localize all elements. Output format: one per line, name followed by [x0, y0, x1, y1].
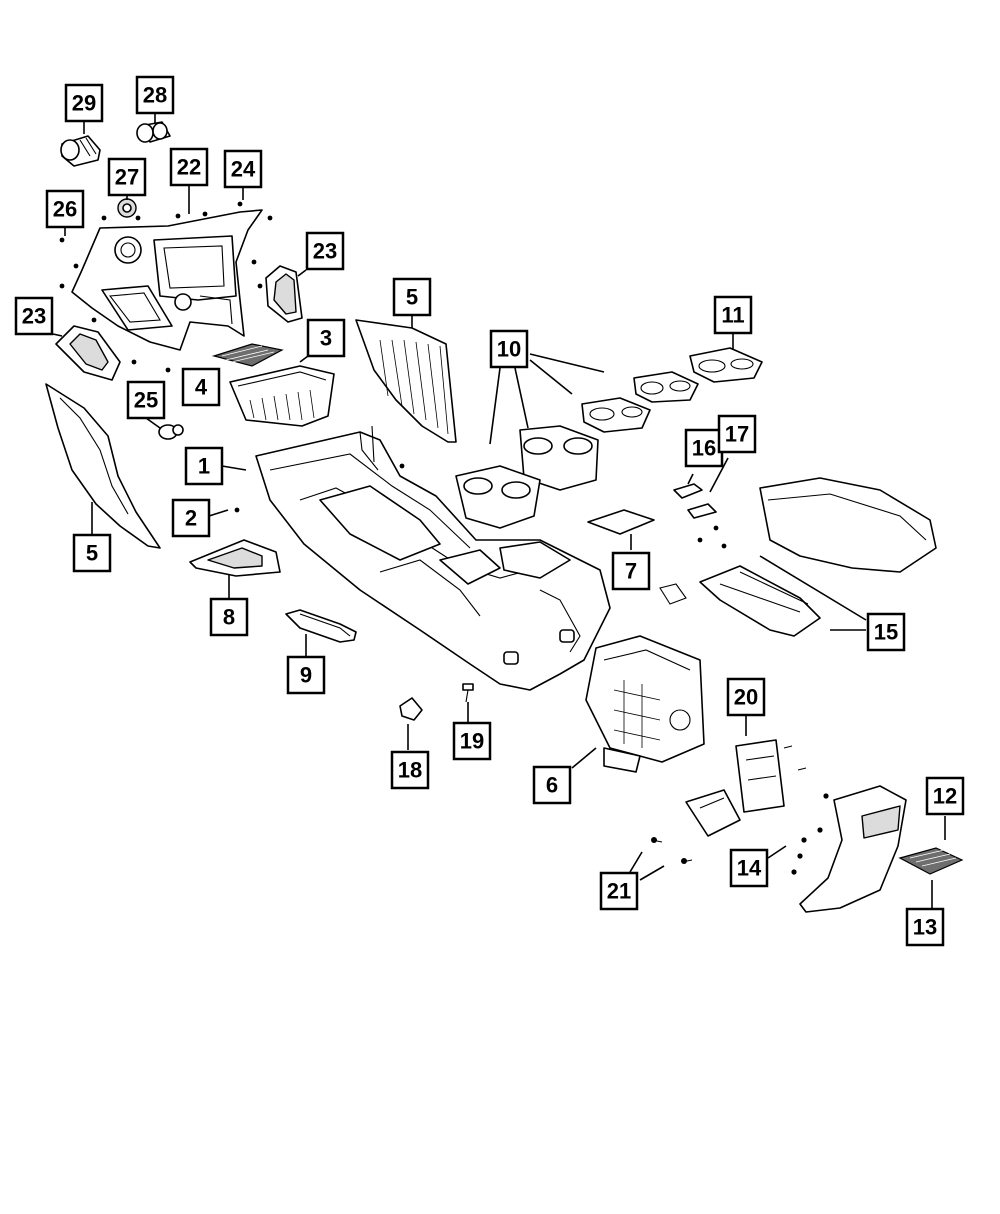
callout-5-left: 5 — [72, 533, 112, 573]
callout-5-right: 5 — [392, 277, 432, 317]
part-10-cup-holders — [455, 371, 699, 529]
callout-21: 21 — [599, 871, 639, 911]
callout-18-label: 18 — [398, 758, 422, 783]
callout-5-left-label: 5 — [86, 541, 98, 566]
callout-23-right-label: 23 — [313, 239, 337, 264]
callout-24-label: 24 — [231, 157, 256, 182]
callout-20-label: 20 — [734, 685, 758, 710]
fasteners — [59, 201, 829, 875]
part-4-mat — [211, 343, 284, 367]
callout-7-label: 7 — [625, 559, 637, 584]
part-22-upper-bezel — [71, 209, 263, 351]
part-17-switch — [687, 503, 717, 519]
part-15-armrest — [659, 477, 937, 637]
callout-4: 4 — [181, 367, 221, 407]
callout-26: 26 — [45, 189, 85, 229]
callout-12: 12 — [925, 776, 965, 816]
callout-3: 3 — [306, 318, 346, 358]
callout-10-label: 10 — [497, 337, 521, 362]
callout-15-label: 15 — [874, 620, 898, 645]
callout-10: 10 — [489, 329, 529, 369]
callout-18: 18 — [390, 750, 430, 790]
callout-1-label: 1 — [198, 454, 210, 479]
callout-26-label: 26 — [53, 197, 77, 222]
callout-2-label: 2 — [185, 506, 197, 531]
callout-7: 7 — [611, 551, 651, 591]
callout-1: 1 — [184, 446, 224, 486]
callout-22: 22 — [169, 147, 209, 187]
part-9-lid — [285, 609, 357, 643]
part-25-clip — [158, 424, 184, 440]
callout-19: 19 — [452, 721, 492, 761]
callout-17-label: 17 — [725, 422, 749, 447]
callout-29-label: 29 — [72, 91, 96, 116]
callout-8: 8 — [209, 597, 249, 637]
callout-3-label: 3 — [320, 326, 332, 351]
callout-15: 15 — [866, 612, 906, 652]
callout-8-label: 8 — [223, 605, 235, 630]
callout-6: 6 — [532, 765, 572, 805]
part-1-main-console — [255, 425, 611, 691]
part-23-left-vent-bezel — [55, 325, 121, 381]
callout-28-label: 28 — [143, 83, 167, 108]
callout-13: 13 — [905, 907, 945, 947]
part-13-mat — [898, 847, 964, 875]
part-21-bolts — [651, 745, 807, 864]
part-18-plug — [399, 697, 423, 721]
callout-27: 27 — [107, 157, 147, 197]
leader-lines — [52, 114, 946, 908]
callout-4-label: 4 — [195, 375, 208, 400]
callout-25: 25 — [126, 380, 166, 420]
callout-25-label: 25 — [134, 388, 158, 413]
part-6-storage-box — [585, 635, 705, 773]
part-8-shifter-bezel — [189, 539, 281, 577]
callout-11-label: 11 — [721, 303, 744, 328]
part-27-ring — [117, 198, 137, 218]
callout-17: 17 — [717, 414, 757, 454]
callout-13-label: 13 — [913, 915, 937, 940]
callout-12-label: 12 — [933, 784, 957, 809]
callout-9: 9 — [286, 655, 326, 695]
callout-27-label: 27 — [115, 165, 139, 190]
part-19-screw — [462, 683, 474, 703]
callout-28: 28 — [135, 75, 175, 115]
part-20-bracket — [685, 739, 785, 837]
callout-14: 14 — [729, 848, 769, 888]
part-28-connector — [136, 121, 171, 143]
callout-19-label: 19 — [460, 729, 484, 754]
callout-16-label: 16 — [692, 436, 716, 461]
callout-29: 29 — [64, 83, 104, 123]
callout-11: 11 — [713, 295, 753, 335]
callout-23-left-label: 23 — [22, 304, 46, 329]
part-11-cup-holder-ring — [689, 347, 763, 383]
callout-22-label: 22 — [177, 155, 201, 180]
callout-20: 20 — [726, 677, 766, 717]
callout-2: 2 — [171, 498, 211, 538]
callout-9-label: 9 — [300, 663, 312, 688]
part-5-right-side-panel — [355, 319, 457, 443]
callout-14-label: 14 — [737, 856, 762, 881]
callout-6-label: 6 — [546, 773, 558, 798]
callout-23-right: 23 — [305, 231, 345, 271]
part-3-storage-bin — [229, 365, 335, 427]
part-23-right-vent-bezel — [265, 265, 303, 323]
part-12-rear-bezel — [799, 785, 907, 913]
part-29-connector — [60, 135, 101, 167]
callout-16: 16 — [684, 428, 724, 468]
part-7-pad — [587, 509, 655, 535]
callout-24: 24 — [223, 149, 263, 189]
callout-5-right-label: 5 — [406, 285, 418, 310]
part-16-switch — [673, 483, 703, 499]
part-5-left-side-panel — [45, 383, 161, 549]
callout-21-label: 21 — [607, 879, 631, 904]
callout-23-left: 23 — [14, 296, 54, 336]
